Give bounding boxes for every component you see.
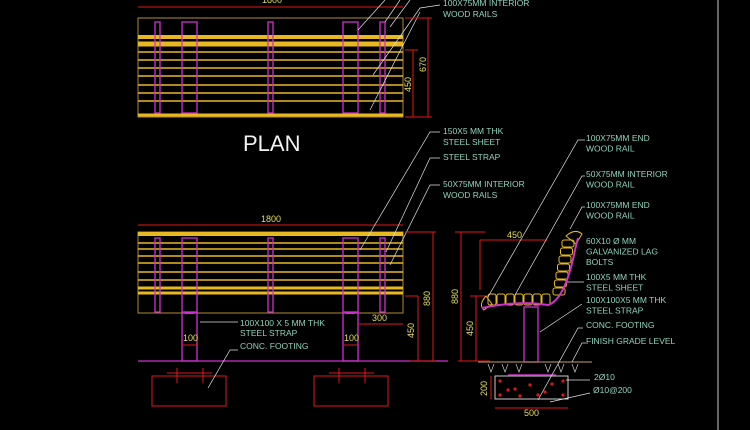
rebar-dot — [498, 393, 502, 397]
front-end-rail — [480, 295, 493, 311]
plan-dim-depth: 670 — [418, 57, 428, 72]
section-label-line: GALVANIZED LAG — [586, 247, 658, 257]
section-label-line: BOLTS — [586, 257, 614, 267]
steel-post — [154, 237, 161, 313]
back-slat — [560, 247, 573, 256]
seat-slats — [480, 230, 583, 311]
section-rebar-top: 2Ø10 — [594, 372, 615, 382]
rebar-dot — [513, 387, 517, 391]
section-label-line: CONC. FOOTING — [586, 320, 654, 330]
rebar-dot — [536, 393, 540, 397]
front-elevation: 1800 150X5 MM THK STEEL SHEET STEEL STRA… — [137, 126, 525, 407]
plan-title: PLAN — [243, 131, 300, 156]
elev-dim-overhang: 300 — [372, 313, 387, 323]
section-label-line: STEEL STRAP — [586, 306, 644, 316]
back-slat — [555, 271, 569, 280]
elevation-rails — [138, 232, 403, 295]
seat-slat — [496, 293, 506, 306]
elev-label-rails-1: 50X75MM INTERIOR — [443, 179, 525, 189]
section-dim-seat: 450 — [465, 321, 475, 336]
rebar-dot — [561, 393, 565, 397]
section-label-line: 100X75MM END — [586, 200, 650, 210]
steel-post — [379, 237, 386, 313]
section-label-line: FINISH GRADE LEVEL — [586, 336, 676, 346]
back-slat — [558, 255, 572, 264]
elev-dim-post-2: 100 — [344, 333, 359, 343]
rebar-dot — [528, 383, 532, 387]
plan-label-rails-2: WOOD RAILS — [443, 9, 498, 19]
section-dim-footing-h: 200 — [479, 381, 489, 396]
elev-label-rails-2: WOOD RAILS — [443, 190, 498, 200]
rebar-dot — [550, 382, 554, 386]
back-slat — [557, 263, 570, 272]
plan-rails — [138, 35, 403, 117]
elev-label-footing: CONC. FOOTING — [240, 341, 308, 351]
section-label-line: STEEL SHEET — [586, 283, 643, 293]
elev-label-sheet-2: STEEL SHEET — [443, 137, 500, 147]
back-slat — [561, 239, 575, 248]
section-label-line: 100X100X5 MM THK — [586, 295, 666, 305]
elev-label-post-2: STEEL STRAP — [240, 328, 298, 338]
seat-slat — [514, 293, 524, 306]
section-label-line: 50X75MM INTERIOR — [586, 169, 668, 179]
seat-slat — [523, 293, 533, 306]
section-label-line: WOOD RAIL — [586, 144, 635, 154]
rebar-dot — [561, 379, 565, 383]
elev-label-post-1: 100X100 X 5 MM THK — [240, 318, 325, 328]
footing-section — [494, 375, 569, 400]
section-label-line: 100X5 MM THK — [586, 272, 647, 282]
plan-posts — [154, 21, 386, 114]
steel-post — [267, 21, 274, 114]
plan-dim-seat: 450 — [403, 77, 413, 92]
steel-post — [342, 21, 359, 114]
plan-view: 1800 100X75MM INTERIOR WOOD RAILS 450 67… — [137, 0, 529, 156]
section-rebar-stirrup: Ø10@200 — [593, 385, 632, 395]
steel-post — [154, 21, 161, 114]
section-label-line: 100X75MM END — [586, 133, 650, 143]
steel-post — [181, 21, 198, 114]
steel-post — [267, 237, 274, 313]
elev-dim-length: 1800 — [261, 214, 281, 224]
section-dim-depth: 450 — [507, 230, 522, 240]
plan-dim-length: 1800 — [262, 0, 282, 5]
seat-slat — [532, 293, 542, 306]
seat-slat — [505, 293, 515, 306]
rebar-dot — [498, 379, 502, 383]
elev-label-sheet-1: 150X5 MM THK — [443, 126, 504, 136]
elev-label-strap: STEEL STRAP — [443, 152, 501, 162]
section-dim-footing-w: 500 — [524, 408, 539, 418]
section-label-line: 60X10 Ø MM — [586, 236, 636, 246]
seat-slat — [487, 293, 497, 306]
elev-dim-height: 880 — [422, 291, 432, 306]
rebar-dot — [543, 390, 547, 394]
plan-label-rails-1: 100X75MM INTERIOR — [443, 0, 529, 8]
rebar-dot — [518, 394, 522, 398]
section-label-line: WOOD RAIL — [586, 211, 635, 221]
elev-dim-post-1: 100 — [183, 333, 198, 343]
section-label-line: WOOD RAIL — [586, 180, 635, 190]
rebar-dot — [506, 388, 510, 392]
steel-post — [379, 21, 386, 114]
section-dim-height: 880 — [450, 289, 460, 304]
top-end-rail — [565, 230, 583, 245]
elev-dim-seat: 450 — [406, 323, 416, 338]
